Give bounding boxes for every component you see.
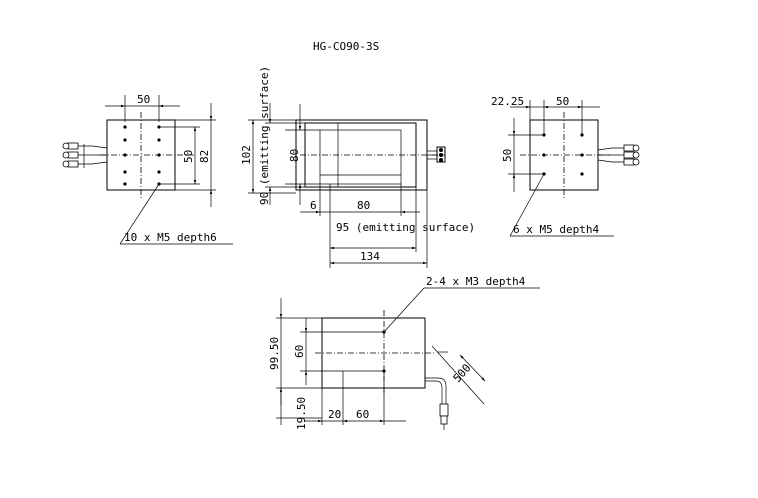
- dim-emit-height: 90 (emitting surface): [258, 66, 271, 205]
- dim-offset: 6: [310, 199, 317, 212]
- dim-top: 50: [556, 95, 569, 108]
- dim-inner: 50: [182, 150, 195, 163]
- dim-height-small: 19.50: [295, 397, 308, 430]
- right-callout: 6 x M5 depth4: [513, 223, 599, 236]
- mounting-holes: [542, 133, 584, 176]
- right-view: 22.25 50 50 6 x M5 depth4: [491, 95, 640, 237]
- left-view: 50 50 82 10 x M5 depth6: [62, 93, 233, 245]
- dim-offset: 22.25: [491, 95, 524, 108]
- dim-height: 50: [501, 149, 514, 162]
- dim-emit-height-line: 90 (emitting surface): [258, 66, 271, 205]
- cable-icon: [425, 377, 449, 430]
- connector-icon: [62, 142, 108, 168]
- bottom-view: 2-4 x M3 depth4 99.50 60 19.50 20 60 500: [268, 275, 540, 430]
- dim-top: 50: [137, 93, 150, 106]
- drawing-title: HG-CO90-3S: [313, 40, 379, 53]
- dim-height: 82: [198, 150, 211, 163]
- dim-height-total: 99.50: [268, 337, 281, 370]
- dim-total-width: 134: [360, 250, 380, 263]
- dim-inner-height: 80: [288, 149, 301, 162]
- bottom-callout: 2-4 x M3 depth4: [426, 275, 526, 288]
- dim-inner-width: 80: [357, 199, 370, 212]
- connector-icon: [427, 146, 446, 163]
- left-callout: 10 x M5 depth6: [124, 231, 217, 244]
- dim-width-small: 20: [328, 408, 341, 421]
- dim-width-inner: 60: [356, 408, 369, 421]
- connector-icon: [597, 144, 640, 166]
- mounting-holes: [123, 125, 161, 186]
- front-view: 102 90 (emitting surface) 80 6 80 95 (em…: [240, 66, 475, 268]
- dim-emit-width: 95 (emitting surface): [336, 221, 475, 234]
- dim-total-height: 102: [240, 145, 253, 165]
- dim-height-inner: 60: [293, 345, 306, 358]
